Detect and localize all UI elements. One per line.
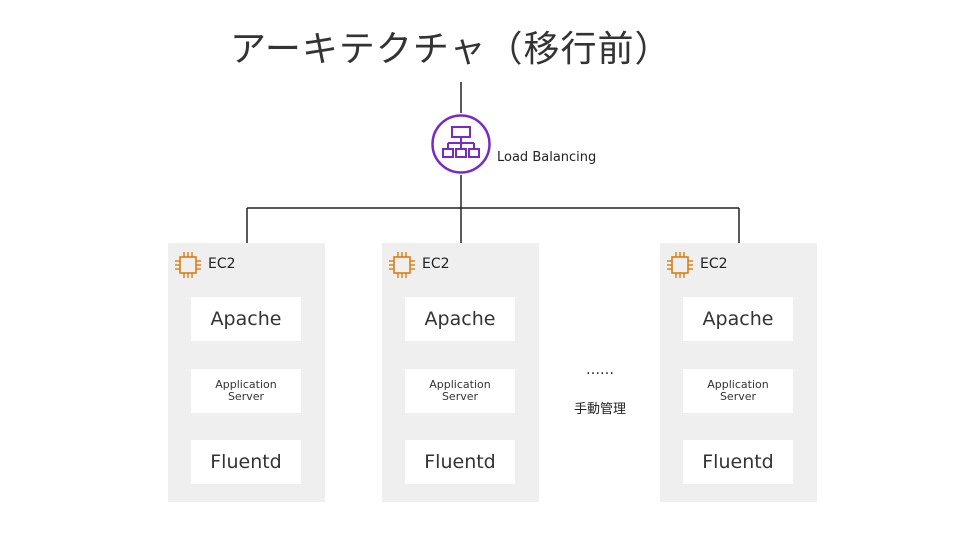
ec2-chip-icon [389,252,415,278]
page-title: アーキテクチャ（移行前） [230,29,672,70]
fluentd-box: Fluentd [683,440,793,484]
ec2-label: EC2 [700,256,728,272]
fluentd-box: Fluentd [191,440,301,484]
ec2-instance-3: EC2 Apache Application Server Fluentd [660,243,817,502]
apache-box: Apache [683,297,793,341]
ec2-instance-2: EC2 Apache Application Server Fluentd [382,243,539,502]
manual-management-label: 手動管理 [574,402,627,417]
apache-box: Apache [405,297,515,341]
ec2-chip-icon [175,252,201,278]
application-server-box: Application Server [405,369,515,413]
ec2-instance-1: EC2 Apache Application Server Fluentd [168,243,325,502]
application-server-box: Application Server [191,369,301,413]
application-server-box: Application Server [683,369,793,413]
ec2-label: EC2 [208,256,236,272]
apache-box: Apache [191,297,301,341]
ec2-chip-icon [667,252,693,278]
fluentd-box: Fluentd [405,440,515,484]
ellipsis: …… [586,362,614,378]
load-balancing-label: Load Balancing [497,150,597,165]
ec2-label: EC2 [422,256,450,272]
load-balancer-icon [431,114,491,174]
